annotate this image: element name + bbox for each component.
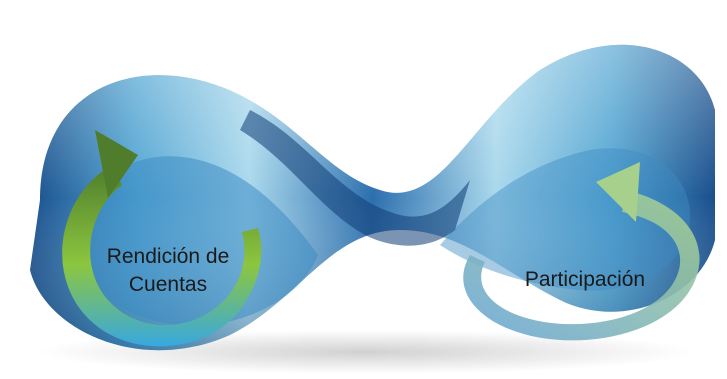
rendicion-label-line2: Cuentas bbox=[128, 273, 208, 296]
rendicion-label-line1: Rendición de bbox=[106, 245, 230, 268]
participacion-label: Participación bbox=[524, 268, 646, 291]
cycle-arrow-left-head bbox=[95, 130, 138, 198]
rendicion-label: Rendición de Cuentas bbox=[88, 243, 248, 299]
ribbon-twist bbox=[240, 110, 470, 246]
cycle-arrow-right-head bbox=[596, 162, 640, 222]
left-loop-inner bbox=[79, 156, 318, 326]
